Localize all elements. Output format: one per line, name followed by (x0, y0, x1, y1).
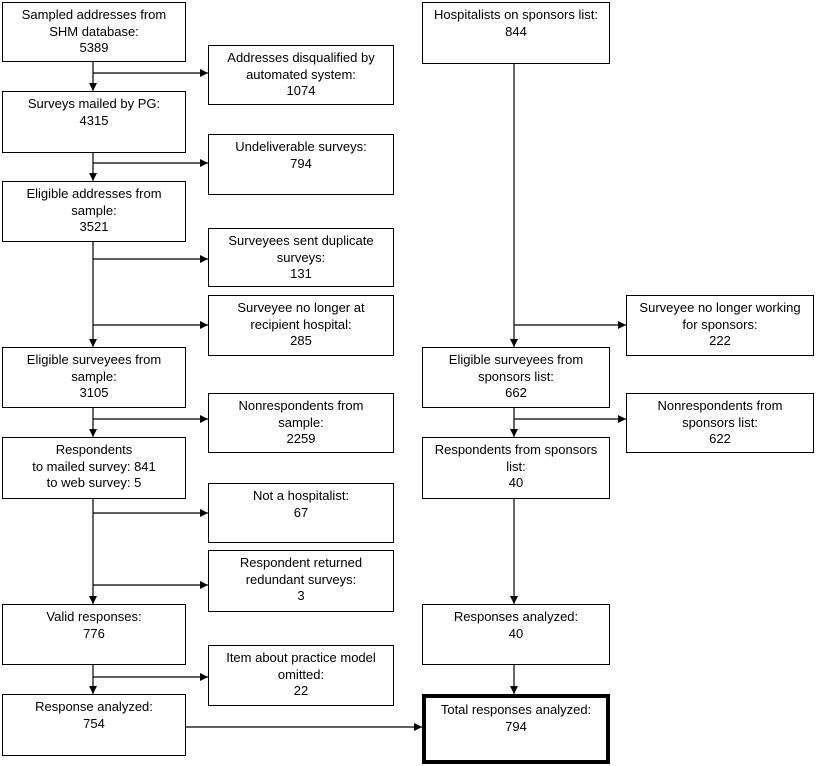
node-line: sponsors list: (478, 368, 554, 384)
node-item-omitted: Item about practice model omitted: 22 (208, 645, 394, 706)
node-line: Respondents (55, 442, 133, 457)
node-value: 2259 (286, 431, 316, 446)
node-line: Valid responses: (46, 609, 142, 624)
node-value: 776 (83, 625, 105, 641)
node-nonrespondents-sponsors: Nonrespondents from sponsors list: 622 (626, 393, 814, 453)
node-value: 4315 (79, 112, 109, 128)
node-sampled-addresses: Sampled addresses from SHM database: 538… (2, 2, 186, 62)
node-undeliverable: Undeliverable surveys: 794 (208, 134, 394, 195)
node-line: Total responses analyzed: (440, 702, 592, 717)
node-respondents-sponsors: Respondents from sponsors list: 40 (422, 437, 610, 499)
node-line: Item about practice model (226, 650, 376, 665)
node-no-longer-at-hospital: Surveyee no longer at recipient hospital… (208, 295, 394, 356)
node-value: 222 (709, 333, 731, 348)
node-value: 3105 (79, 385, 109, 400)
node-line: to web survey: 5 (46, 475, 142, 490)
node-value: 285 (290, 333, 312, 348)
node-line: omitted: (277, 666, 325, 682)
node-surveys-mailed: Surveys mailed by PG: 4315 (2, 91, 186, 153)
node-value: 662 (505, 385, 527, 400)
node-value: 622 (709, 431, 731, 446)
node-value: 67 (293, 504, 309, 520)
node-line: Responses analyzed: (453, 609, 579, 624)
node-line: Eligible surveyees from (448, 352, 584, 367)
node-line: list: (506, 458, 526, 474)
node-response-analyzed-left: Response analyzed: 754 (2, 694, 186, 756)
node-line: Hospitalists on sponsors list: (433, 7, 598, 22)
node-line: Eligible addresses from (26, 186, 162, 201)
node-line: surveys: (276, 249, 326, 265)
node-value: 794 (505, 718, 527, 734)
node-redundant-surveys: Respondent returned redundant surveys: 3 (208, 550, 394, 612)
node-respondents: Respondents to mailed survey: 841 to web… (2, 437, 186, 499)
node-line: sample: (71, 368, 117, 384)
node-line: sample: (71, 202, 117, 218)
node-line: Sampled addresses from (21, 7, 167, 22)
node-line: Undeliverable surveys: (235, 139, 367, 154)
node-value: 844 (505, 23, 527, 39)
node-line: Respondent returned (239, 555, 363, 570)
node-line: automated system: (246, 66, 356, 82)
node-eligible-addresses: Eligible addresses from sample: 3521 (2, 181, 186, 242)
node-value: 3521 (79, 219, 109, 234)
node-line: Surveyee no longer at (237, 300, 365, 315)
node-line: Surveyees sent duplicate (228, 233, 374, 248)
node-value: 754 (83, 715, 105, 731)
node-value: 40 (508, 625, 524, 641)
node-line: Nonrespondents from (657, 398, 783, 413)
node-line: Respondents from sponsors (434, 442, 598, 457)
node-value: 3 (297, 588, 305, 603)
node-sponsors-list: Hospitalists on sponsors list: 844 (422, 2, 610, 64)
node-responses-analyzed-right: Responses analyzed: 40 (422, 604, 610, 665)
node-line: Surveyee no longer working (639, 300, 801, 315)
node-addresses-disqualified: Addresses disqualified by automated syst… (208, 45, 394, 105)
node-line: Addresses disqualified by (227, 50, 375, 65)
node-total-responses-analyzed: Total responses analyzed: 794 (422, 694, 610, 764)
node-line: Response analyzed: (35, 699, 153, 714)
node-eligible-surveyees-sponsors: Eligible surveyees from sponsors list: 6… (422, 347, 610, 408)
node-value: 794 (290, 155, 312, 171)
node-nonrespondents-sample: Nonrespondents from sample: 2259 (208, 393, 394, 453)
node-value: 1074 (286, 83, 316, 98)
node-valid-responses: Valid responses: 776 (2, 604, 186, 665)
node-value: 5389 (79, 40, 109, 55)
node-line: for sponsors: (682, 316, 758, 332)
node-value: 22 (293, 683, 309, 698)
node-no-longer-working-sponsors: Surveyee no longer working for sponsors:… (626, 295, 814, 356)
node-line: redundant surveys: (245, 571, 357, 587)
node-value: 131 (290, 266, 312, 281)
node-line: SHM database: (49, 23, 139, 39)
node-line: Nonrespondents from (238, 398, 364, 413)
node-value: 40 (508, 475, 524, 490)
node-eligible-surveyees-sample: Eligible surveyees from sample: 3105 (2, 347, 186, 408)
node-line: Surveys mailed by PG: (27, 96, 161, 111)
node-line: Eligible surveyees from (26, 352, 162, 367)
node-line: Not a hospitalist: (252, 488, 350, 503)
node-line: sample: (278, 414, 324, 430)
node-line: to mailed survey: 841 (32, 458, 156, 474)
node-line: sponsors list: (682, 414, 758, 430)
node-line: recipient hospital: (250, 316, 352, 332)
node-not-hospitalist: Not a hospitalist: 67 (208, 483, 394, 543)
node-duplicate-surveys: Surveyees sent duplicate surveys: 131 (208, 228, 394, 287)
